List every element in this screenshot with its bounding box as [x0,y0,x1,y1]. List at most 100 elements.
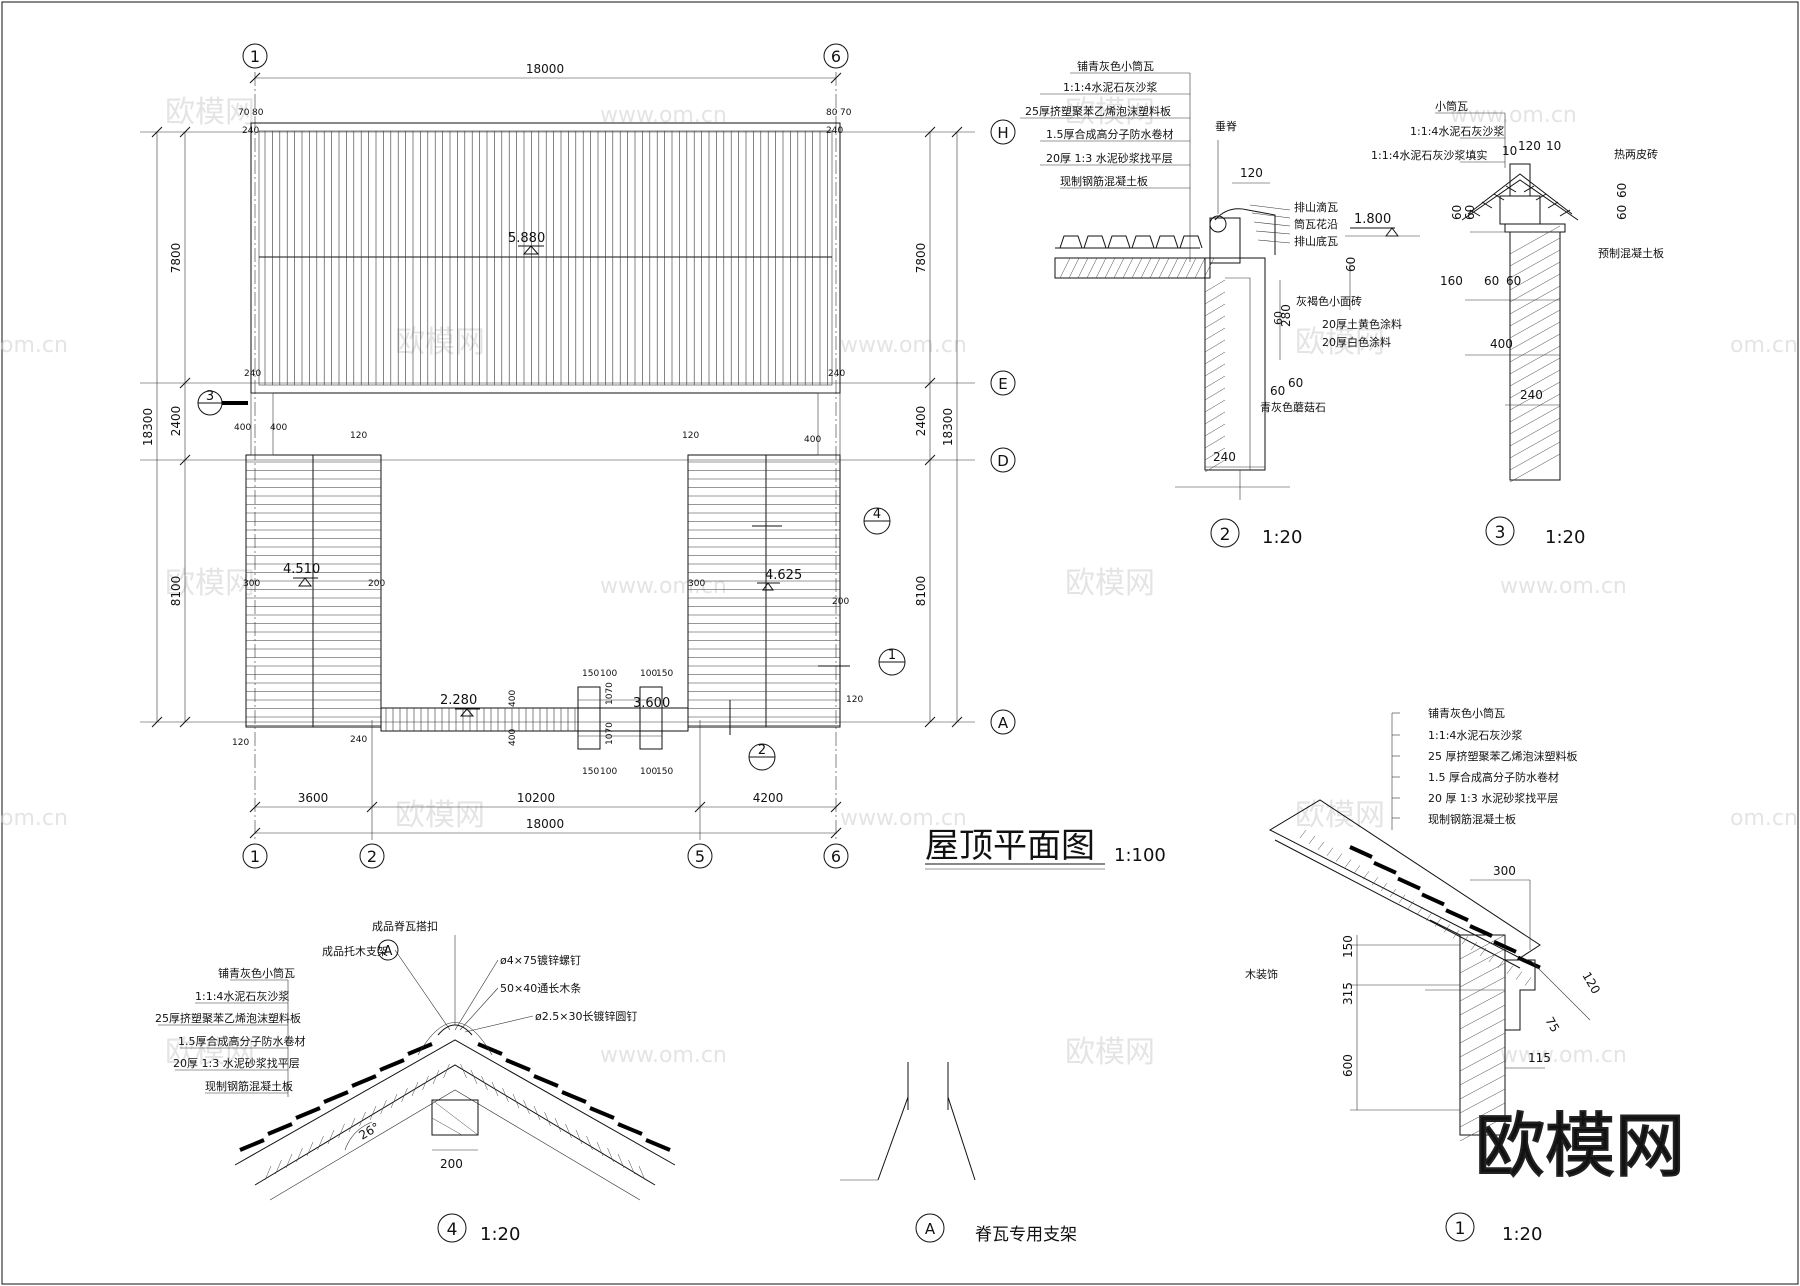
svg-text:排山底瓦: 排山底瓦 [1294,234,1338,248]
drawing-line [317,1135,324,1151]
drawing-line [1509,237,1561,267]
drawing-line [380,1099,387,1115]
svg-text:现制钢筋混凝土板: 现制钢筋混凝土板 [1428,812,1516,826]
svg-text:60: 60 [1344,257,1358,272]
svg-text:木装饰: 木装饰 [1245,967,1278,981]
drawing-line [1509,369,1561,399]
detail-A: A 脊瓦专用支架 [840,1062,1077,1245]
drawing-line [1317,841,1325,850]
drawing-line [1459,948,1506,974]
watermark-brand: 欧模网 [165,95,255,130]
svg-text:1:20: 1:20 [480,1224,520,1245]
drawing-line [1547,201,1559,209]
drawing-line [401,1087,408,1103]
drawing-line [1362,871,1370,880]
svg-text:300: 300 [243,579,260,589]
svg-text:1.5厚合成高分子防水卷材: 1.5厚合成高分子防水卷材 [178,1034,306,1048]
drawing-line [359,1111,366,1127]
drawing-line [596,1141,604,1157]
drawing-line [1459,1102,1506,1128]
svg-text:10: 10 [1546,139,1561,153]
watermark-layer: 欧模网 www.om.cn 欧模网 www.om.cn om.cn 欧模网 ww… [0,95,1798,1070]
svg-text:H: H [997,124,1008,142]
svg-text:青灰色蘑菇石: 青灰色蘑菇石 [1260,400,1326,414]
svg-text:160: 160 [1440,274,1463,288]
svg-text:60: 60 [1270,384,1285,398]
svg-text:1070: 1070 [605,682,615,705]
drawing-line [285,1153,293,1169]
drawing-line [1204,435,1226,449]
watermark-site: om.cn [1730,333,1798,358]
drawing-line [1059,257,1071,279]
watermark-site: www.om.cn [600,103,727,128]
drawing-line [1326,847,1334,856]
drawing-line [1353,865,1361,874]
drawing-line [1434,918,1442,927]
svg-text:4: 4 [447,1220,458,1240]
watermark-site: www.om.cn [600,1043,727,1068]
drawing-line [1416,906,1424,915]
svg-text:现制钢筋混凝土板: 现制钢筋混凝土板 [205,1079,293,1093]
svg-text:150: 150 [656,669,673,679]
svg-text:1:20: 1:20 [1262,527,1302,548]
watermark-brand: 欧模网 [1065,1035,1155,1070]
svg-text:脊瓦专用支架: 脊瓦专用支架 [975,1225,1077,1245]
drawing-line [1371,877,1379,886]
drawing-line [565,1123,572,1139]
drawing-line [512,1093,520,1109]
drawing-line [323,1090,349,1104]
svg-text:5.880: 5.880 [508,231,545,246]
drawing-line [443,1063,450,1079]
drawing-line [1204,279,1226,293]
svg-text:25 厚挤塑聚苯乙烯泡沫塑料板: 25 厚挤塑聚苯乙烯泡沫塑料板 [1428,749,1578,763]
axis-bubble-bottom-6: 6 [823,843,849,869]
drawing-line [1397,876,1421,891]
svg-text:1:20: 1:20 [1502,1224,1542,1245]
svg-text:280: 280 [1279,304,1293,327]
drawing-line [505,1058,531,1072]
svg-text:1:1:4水泥石灰沙浆: 1:1:4水泥石灰沙浆 [1428,728,1522,742]
drawing-line [617,1122,643,1136]
drawing-line [1389,888,1397,898]
svg-text:1: 1 [250,47,260,66]
watermark-brand: 欧模网 [1295,798,1385,833]
svg-text:成品托木支架: 成品托木支架 [322,944,388,958]
drawing-line [306,1141,314,1157]
svg-text:1.800: 1.800 [1354,212,1391,227]
svg-text:成品脊瓦搭扣: 成品脊瓦搭扣 [372,919,438,933]
svg-text:400: 400 [508,729,518,746]
drawing-line [1131,235,1155,249]
svg-text:A: A [998,714,1009,732]
svg-text:100: 100 [600,767,617,777]
svg-text:20厚白色涂料: 20厚白色涂料 [1322,335,1391,349]
drawing-line [1155,235,1179,249]
svg-text:ø2.5×30长镀锌圆钉: ø2.5×30长镀锌圆钉 [535,1009,637,1023]
svg-text:60: 60 [1615,183,1629,198]
drawing-line [1509,405,1561,435]
drawing-line [1479,947,1487,957]
drawing-line [1459,1074,1506,1100]
svg-text:筒瓦花沿: 筒瓦花沿 [1294,217,1338,231]
drawing-line [1204,303,1226,317]
drawing-line [1204,411,1226,425]
drawing-line [1509,321,1561,351]
drawing-line [1086,257,1098,279]
svg-text:60: 60 [1615,205,1629,220]
svg-text:3.600: 3.600 [633,696,670,711]
drawing-line [1167,257,1179,279]
svg-text:2.280: 2.280 [440,693,477,708]
svg-text:240: 240 [826,126,843,136]
drawing-line [1481,201,1493,209]
svg-text:120: 120 [682,431,699,441]
svg-text:1:1:4水泥石灰沙浆填实: 1:1:4水泥石灰沙浆填实 [1371,148,1487,162]
drawing-line [1509,261,1561,291]
svg-text:1: 1 [1455,1219,1466,1239]
drawing-line [533,1105,541,1121]
axis-bubble-top-1: 1 [242,43,268,69]
watermark-site: www.om.cn [600,574,727,599]
svg-text:E: E [998,375,1007,393]
drawing-line [338,1123,345,1139]
drawing-line [1425,912,1433,921]
svg-text:5: 5 [695,847,705,866]
drawing-line [1509,381,1561,411]
